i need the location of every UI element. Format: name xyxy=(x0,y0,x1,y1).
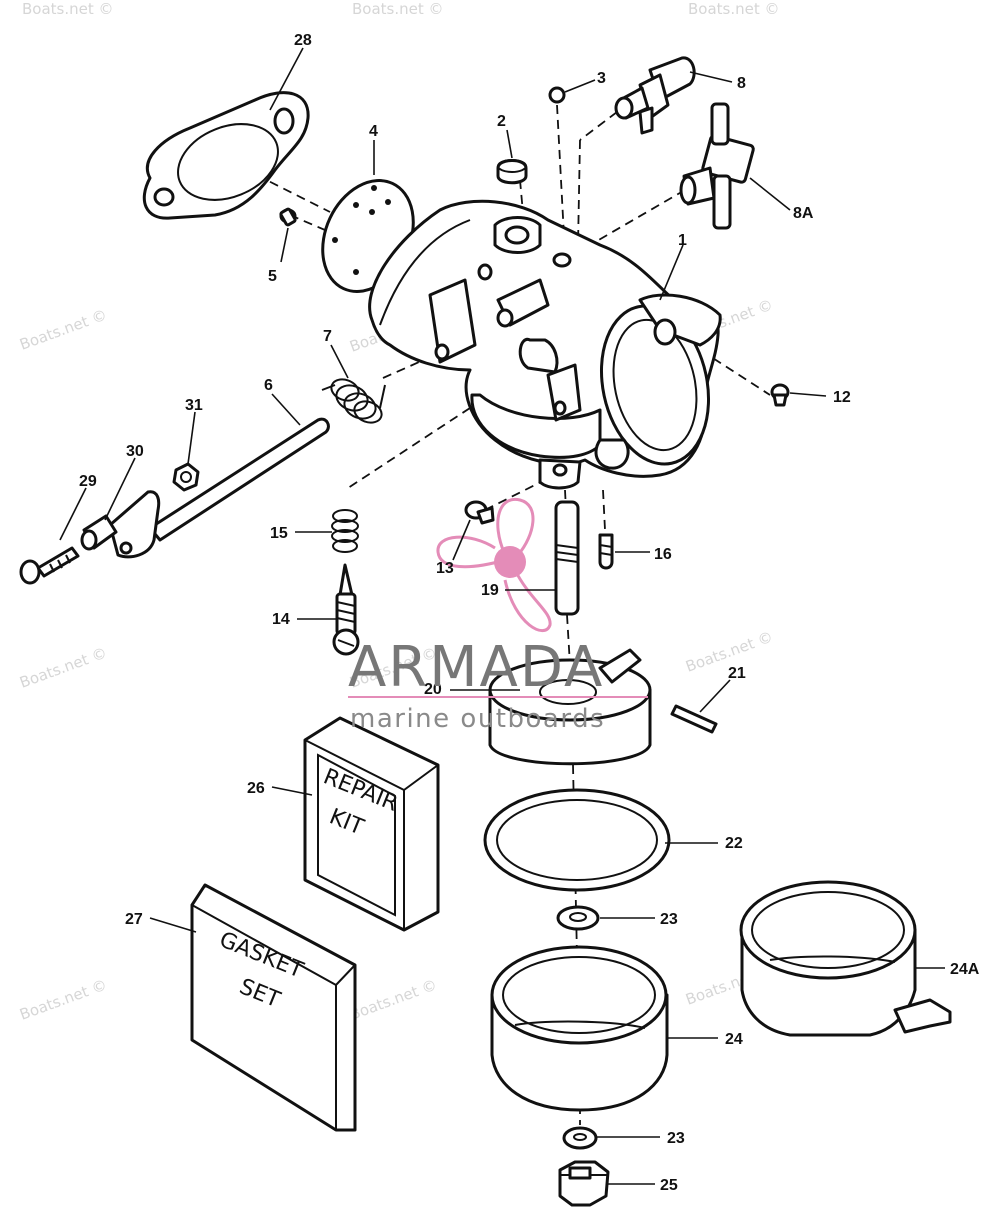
callout-label: 5 xyxy=(268,268,277,285)
nut-part-31 xyxy=(172,462,200,492)
callout-label: 24 xyxy=(725,1031,743,1048)
repair-kit-box-part-26: REPAIR KIT xyxy=(303,716,440,932)
callout-label: 3 xyxy=(597,70,606,87)
callout-label: 16 xyxy=(654,546,672,563)
watermark: Boats.net © xyxy=(688,0,780,18)
watermark: Boats.net © xyxy=(17,306,109,354)
washer-part-23-lower xyxy=(562,1126,598,1150)
washer-part-23-upper xyxy=(556,905,600,931)
leader-lines xyxy=(59,47,945,1185)
fitting-part-8 xyxy=(614,56,696,135)
jet-part-16 xyxy=(598,533,614,570)
callout-label: 23 xyxy=(667,1130,685,1147)
float-bowl-part-24A xyxy=(739,880,952,1037)
callout-label: 7 xyxy=(323,328,332,345)
watermark: Boats.net © xyxy=(347,976,439,1024)
callout-label: 8A xyxy=(793,205,814,222)
shaft-part-6 xyxy=(108,417,330,559)
float-bowl-part-24 xyxy=(490,945,669,1112)
callout-label: 8 xyxy=(737,75,746,92)
callout-label: 20 xyxy=(424,681,442,698)
callout-label: 31 xyxy=(185,397,203,414)
bushing-part-30 xyxy=(80,514,118,551)
callout-label: 25 xyxy=(660,1177,678,1194)
drain-plug-part-25 xyxy=(558,1160,610,1207)
tee-fitting-part-8A xyxy=(679,102,755,230)
callout-label: 13 xyxy=(436,560,454,577)
callout-label: 14 xyxy=(272,611,290,628)
callout-label: 21 xyxy=(728,665,746,682)
carburetor-body-part-1 xyxy=(368,199,722,490)
callout-label: 22 xyxy=(725,835,743,852)
screw-part-12 xyxy=(770,383,790,407)
jet-tube-part-19 xyxy=(554,500,580,616)
callout-label: 4 xyxy=(369,123,378,140)
watermark: Boats.net © xyxy=(352,0,444,18)
callout-labels: 28 4 5 2 3 8 8A 1 7 6 31 30 29 12 15 14 … xyxy=(79,32,980,1194)
callout-label: 2 xyxy=(497,113,506,130)
plug-part-2 xyxy=(496,159,528,185)
brand-overlay: ARMADA marine outboards xyxy=(348,635,648,734)
callout-label: 19 xyxy=(481,582,499,599)
watermark: Boats.net © xyxy=(22,0,114,18)
watermark: Boats.net © xyxy=(17,644,109,692)
brand-tagline: marine outboards xyxy=(350,704,605,734)
callout-label: 15 xyxy=(270,525,288,542)
watermark: Boats.net © xyxy=(17,976,109,1024)
mounting-gasket-part-28 xyxy=(142,91,310,220)
spring-part-7 xyxy=(321,378,386,424)
callout-label: 26 xyxy=(247,780,265,797)
callout-label: 27 xyxy=(125,911,143,928)
callout-label: 12 xyxy=(833,389,851,406)
callout-label: 6 xyxy=(264,377,273,394)
callout-label: 1 xyxy=(678,232,687,249)
gasket-set-part-27: GASKET SET xyxy=(190,883,357,1132)
callout-label: 24A xyxy=(950,961,980,978)
needle-screw-part-14 xyxy=(332,563,360,656)
screw-part-29 xyxy=(19,546,80,585)
callout-label: 30 xyxy=(126,443,144,460)
pin-part-21 xyxy=(670,704,718,734)
ball-part-3 xyxy=(548,86,566,104)
screw-part-13 xyxy=(464,500,495,525)
callout-label: 29 xyxy=(79,473,97,490)
brand-name: ARMADA xyxy=(348,635,604,700)
brand-propeller-logo xyxy=(436,497,552,632)
spring-part-15 xyxy=(331,509,359,553)
float-part-20 xyxy=(488,648,652,766)
callout-label: 23 xyxy=(660,911,678,928)
screw-part-5 xyxy=(279,207,297,227)
gasket-ring-part-22 xyxy=(483,788,671,892)
callout-label: 28 xyxy=(294,32,312,49)
